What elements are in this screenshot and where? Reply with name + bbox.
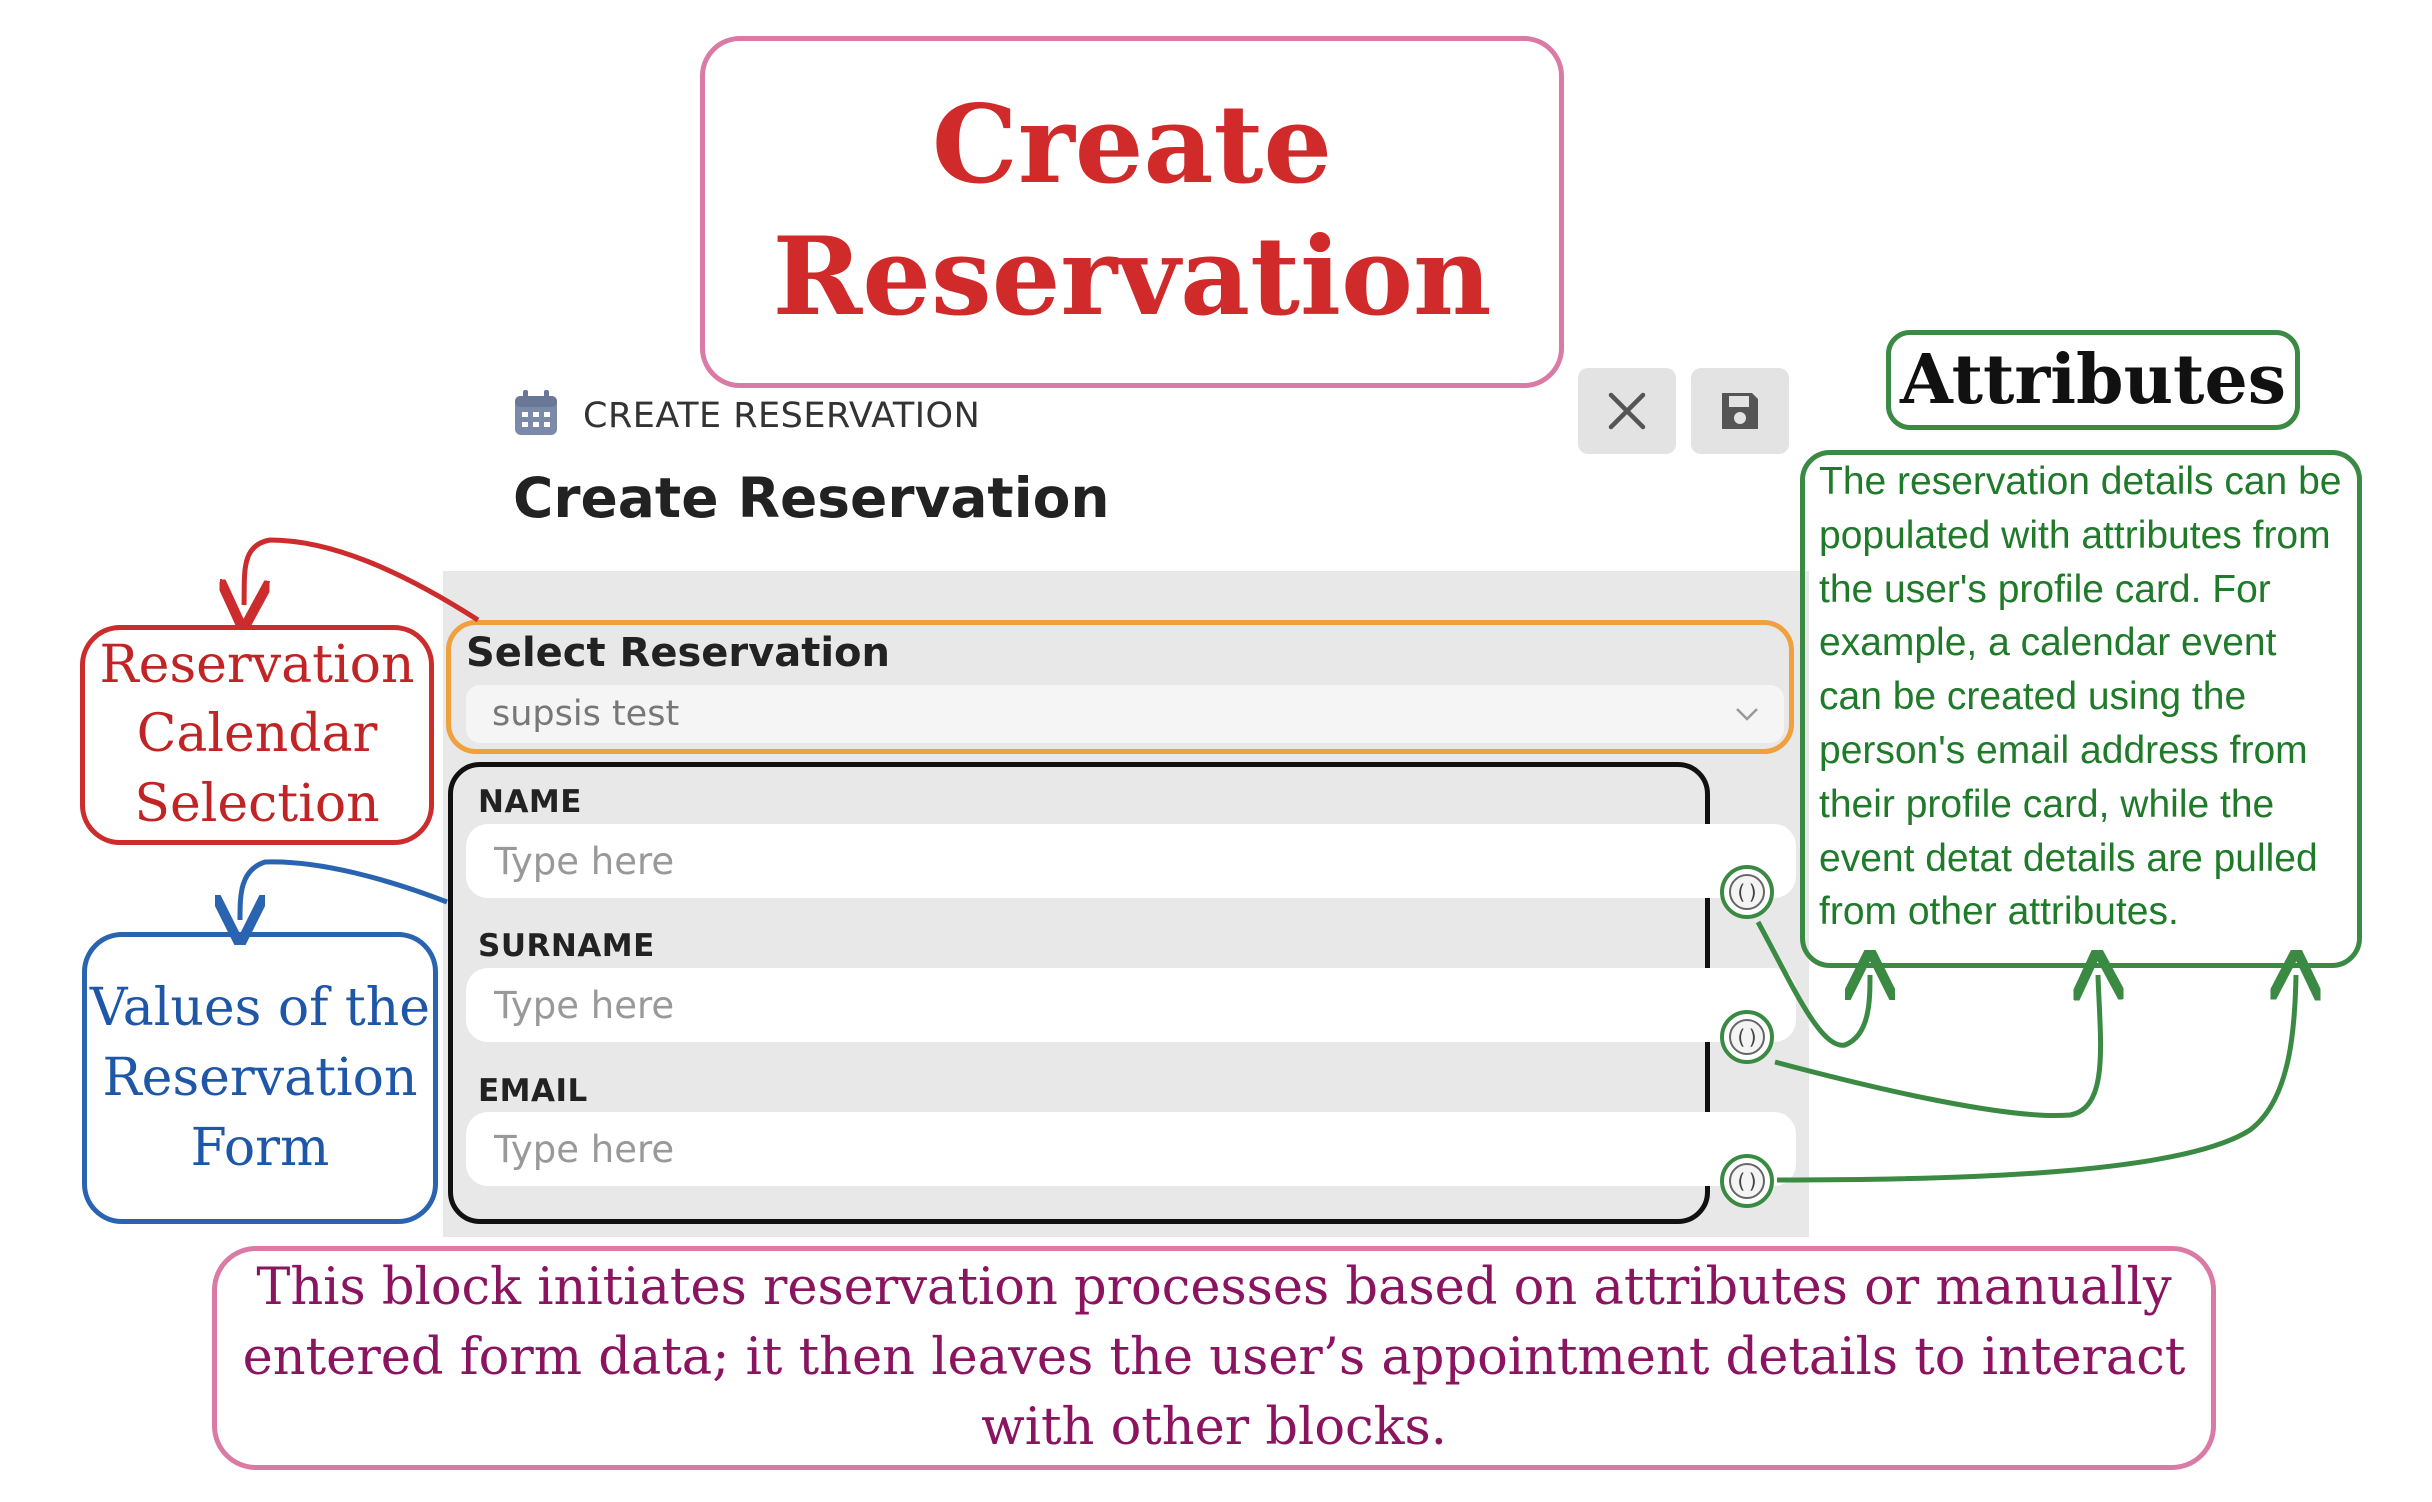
calendar-note-line-1: Reservation (99, 635, 415, 696)
save-icon (1722, 393, 1758, 429)
values-arrow (240, 859, 448, 920)
page-title: Create Reservation (513, 466, 1110, 530)
select-highlight (446, 620, 1794, 754)
calendar-icon (515, 390, 557, 435)
email-attribute-icon[interactable]: () (1718, 1152, 1776, 1210)
email-field[interactable] (466, 1112, 1796, 1186)
values-note-line-2: Reservation (102, 1047, 418, 1108)
calendar-selection-note: Reservation Calendar Selection (80, 625, 434, 845)
close-button[interactable] (1578, 368, 1676, 454)
title-line-2: Reservation (772, 214, 1492, 340)
email-label: EMAIL (478, 1073, 588, 1109)
name-attribute-icon[interactable]: () (1718, 863, 1776, 921)
email-attribute-arrow (1776, 975, 2296, 1183)
values-note-line-1: Values of the (89, 977, 431, 1038)
surname-attribute-arrow (1774, 975, 2101, 1119)
svg-text:(): () (1735, 1025, 1759, 1049)
name-attribute-arrow (1755, 920, 1870, 1048)
svg-text:(): () (1735, 1169, 1759, 1193)
attributes-description: The reservation details can be populated… (1800, 450, 2362, 968)
calendar-note-line-2: Calendar (136, 704, 378, 765)
chevron-down-icon (1736, 708, 1758, 721)
name-field[interactable] (466, 824, 1796, 898)
save-button[interactable] (1691, 368, 1789, 454)
calendar-note-line-3: Selection (134, 773, 380, 834)
values-note-line-3: Form (190, 1118, 330, 1179)
reservation-select[interactable]: supsis test (466, 685, 1784, 743)
surname-attribute-icon[interactable]: () (1718, 1008, 1776, 1066)
name-label: NAME (478, 784, 582, 820)
calendar-arrow (244, 537, 480, 620)
form-values-note: Values of the Reservation Form (82, 932, 438, 1224)
surname-label: SURNAME (478, 928, 655, 964)
title-line-1: Create (931, 82, 1333, 209)
surname-field[interactable] (466, 968, 1796, 1042)
select-reservation-label: Select Reservation (466, 630, 890, 676)
header-label: CREATE RESERVATION (583, 396, 981, 436)
title-annotation: Create Reservation (700, 36, 1564, 388)
summary-note: This block initiates reservation process… (212, 1246, 2216, 1470)
attributes-title: Attributes (1886, 330, 2300, 430)
svg-text:(): () (1735, 880, 1759, 904)
close-icon (1608, 392, 1646, 430)
reservation-select-value: supsis test (492, 694, 680, 734)
